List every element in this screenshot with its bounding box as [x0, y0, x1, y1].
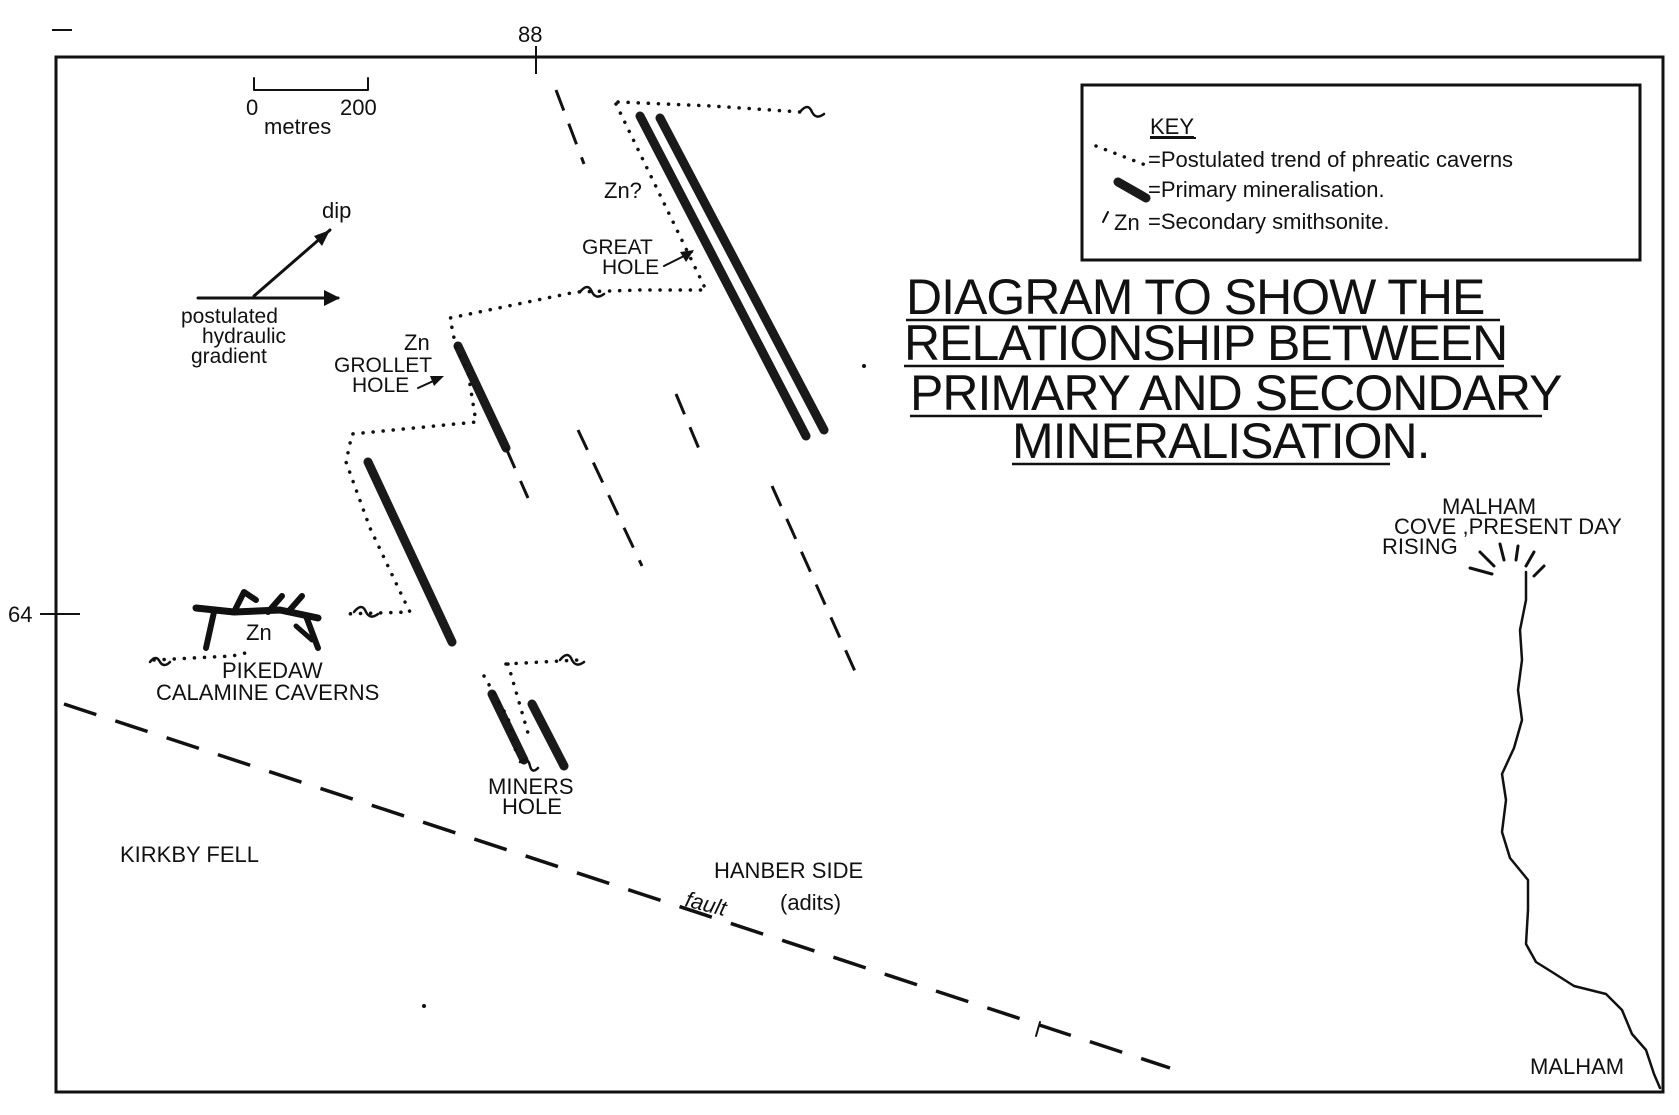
key-thick-symbol [1113, 177, 1151, 203]
trace-upper [554, 89, 586, 165]
key-box: KEY =Postulated trend of phreatic cavern… [1080, 83, 1642, 262]
pikedaw-zn: Zn [246, 620, 272, 645]
phreatic-trends [148, 100, 826, 754]
malham-cove-label-1: MALHAM [1442, 494, 1536, 519]
key-zn-symbol: Zn [1114, 210, 1140, 235]
rising-symbol [1468, 542, 1546, 578]
scale-unit: metres [264, 114, 331, 139]
scale-start: 0 [246, 95, 258, 120]
trend-pikedaw [152, 650, 252, 662]
great-hole-label-1: GREAT [582, 236, 653, 259]
trend-miners-top [504, 658, 580, 666]
trace-middle-1 [576, 429, 644, 567]
great-hole-label-2: HOLE [602, 256, 659, 279]
malham-cove-label-2: COVE ,PRESENT DAY [1394, 514, 1622, 539]
grollet-label-1: GROLLET [334, 354, 432, 377]
resurgence-squiggle-1 [798, 105, 826, 118]
dip-symbol: dip postulated hydraulic gradient [181, 198, 351, 368]
trend-top [616, 100, 802, 114]
title-line-2: RELATIONSHIP BETWEEN [904, 315, 1507, 371]
hanber-side-label: HANBER SIDE [714, 858, 863, 883]
great-hole: Zn? GREAT HOLE [582, 178, 694, 279]
resurgence-squiggle-4 [558, 653, 586, 666]
trend-great-hole [342, 102, 709, 616]
stray-dot-1 [862, 364, 866, 368]
gradient-label-1: postulated [181, 305, 278, 328]
key-item-2: =Primary mineralisation. [1148, 177, 1385, 202]
map-frame [54, 55, 1665, 1094]
miners-hole-label-1: MINERS [488, 774, 574, 799]
miners-hole-label-2: HOLE [502, 794, 562, 819]
miners-hole: MINERS HOLE [488, 758, 574, 819]
key-item-3: =Secondary smithsonite. [1148, 209, 1390, 234]
title-line-4: MINERALISATION. [1012, 413, 1429, 469]
grollet-label-2: HOLE [352, 374, 409, 397]
scale-end: 200 [340, 95, 377, 120]
fault-line: fault [63, 702, 1171, 1070]
resurgence-squiggle-5 [148, 656, 172, 667]
gradient-arrowhead [324, 290, 340, 306]
pikedaw-label-1: PIKEDAW [222, 658, 323, 683]
malham-beck [1500, 570, 1662, 1090]
trace-east [770, 485, 860, 679]
northing-label: 64 [8, 602, 32, 627]
title-line-1: DIAGRAM TO SHOW THE [906, 269, 1484, 325]
grid-northing: 64 [8, 602, 80, 627]
great-hole-zn: Zn? [604, 178, 642, 203]
great-hole-vein-1 [635, 111, 811, 441]
malham-label: MALHAM [1530, 1054, 1624, 1079]
key-item-1: =Postulated trend of phreatic caverns [1148, 147, 1513, 172]
title-line-3: PRIMARY AND SECONDARY [910, 365, 1562, 421]
primary-mineralisation [363, 111, 829, 771]
pikedaw-label-2: CALAMINE CAVERNS [156, 680, 379, 705]
trend-miners [482, 674, 518, 754]
trace-grollet-tail [504, 447, 530, 499]
key-heading: KEY [1150, 114, 1194, 139]
malham-cove: MALHAM COVE ,PRESENT DAY RISING MALHAM [1382, 494, 1662, 1090]
gradient-label-3: gradient [191, 345, 267, 368]
miners-vein-2 [527, 699, 569, 771]
dip-arrowhead [314, 230, 330, 246]
central-vein [363, 457, 457, 647]
easting-label: 88 [518, 22, 542, 47]
grollet-vein [453, 341, 511, 453]
kirkby-fell-label: KIRKBY FELL [120, 842, 259, 867]
resurgence-squiggle-3 [352, 605, 380, 618]
adits-label: (adits) [780, 890, 841, 915]
grid-easting: 88 [518, 22, 542, 74]
stray-dot-2 [422, 1004, 426, 1008]
malham-cove-label-3: RISING [1382, 534, 1458, 559]
scale-bar: 0 200 metres [246, 77, 377, 139]
great-hole-vein-2 [655, 113, 829, 435]
gradient-label-2: hydraulic [202, 325, 286, 348]
diagram-title: DIAGRAM TO SHOW THE RELATIONSHIP BETWEEN… [904, 269, 1563, 469]
trend-miners-2 [506, 662, 532, 742]
key-dotted-symbol [1094, 144, 1150, 168]
miners-vein-1 [487, 689, 529, 765]
fault-label: fault [683, 887, 730, 922]
vein-traces [504, 89, 860, 679]
grollet-hole: Zn GROLLET HOLE [334, 330, 444, 397]
grollet-zn: Zn [404, 330, 430, 355]
resurgence-squiggle-2 [578, 285, 606, 298]
dip-label: dip [322, 198, 351, 223]
pikedaw-caverns: Zn PIKEDAW CALAMINE CAVERNS [156, 589, 379, 705]
trace-middle-2 [674, 393, 704, 457]
